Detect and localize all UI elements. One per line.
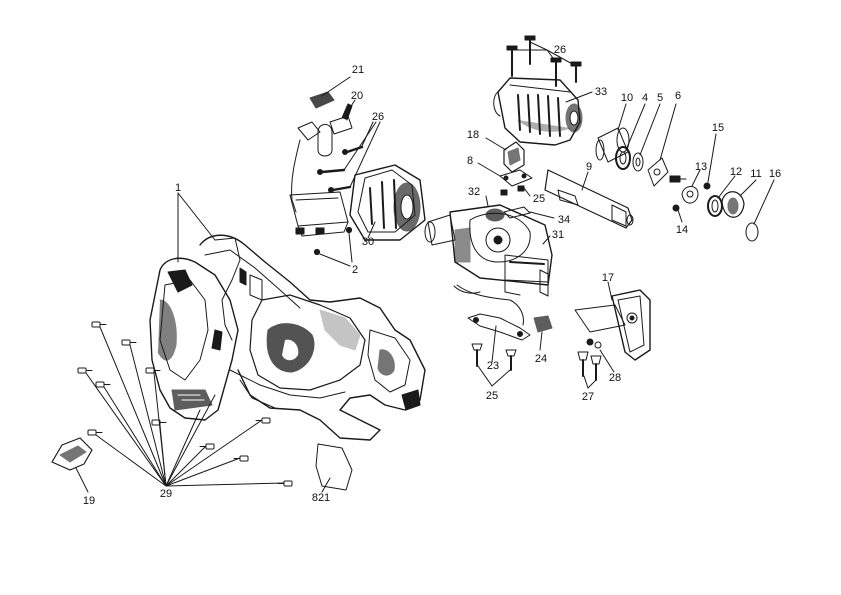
callout-17: 17 <box>601 272 615 284</box>
right-small-parts <box>670 134 774 241</box>
part-8-plate <box>478 163 532 196</box>
part-821-label <box>316 444 352 492</box>
gear-housing-31 <box>425 196 552 325</box>
part-18-block <box>486 138 524 172</box>
callout-1: 1 <box>174 182 182 194</box>
switch-assembly <box>290 77 355 236</box>
callout-4: 4 <box>641 92 649 104</box>
callout-13: 13 <box>694 161 708 173</box>
shaft-9 <box>545 170 633 228</box>
screw <box>96 382 110 387</box>
callout-25-lower: 25 <box>485 390 499 402</box>
callout-26-motor: 26 <box>371 111 385 123</box>
lower-bracket <box>468 314 552 386</box>
callout-16: 16 <box>768 168 782 180</box>
screw <box>200 444 214 449</box>
screw <box>88 430 102 435</box>
screw <box>92 322 106 327</box>
callout-28: 28 <box>608 372 622 384</box>
callout-34: 34 <box>557 214 571 226</box>
callout-821: 821 <box>311 492 331 504</box>
callout-31: 31 <box>551 229 565 241</box>
callout-21: 21 <box>351 64 365 76</box>
callout-25-upper: 25 <box>532 193 546 205</box>
callout-18: 18 <box>466 129 480 141</box>
callout-29: 29 <box>159 488 173 500</box>
callout-24: 24 <box>534 353 548 365</box>
callout-23: 23 <box>486 360 500 372</box>
callout-5: 5 <box>656 92 664 104</box>
callout-10: 10 <box>620 92 634 104</box>
callout-12: 12 <box>729 166 743 178</box>
callout-8: 8 <box>466 155 474 167</box>
callout-11: 11 <box>750 168 762 180</box>
part-2-balls <box>314 227 352 266</box>
callout-9: 9 <box>585 161 593 173</box>
callout-14: 14 <box>675 224 689 236</box>
part-19-cover <box>52 438 92 492</box>
callout-6: 6 <box>674 90 682 102</box>
motor-assembly-30 <box>318 122 426 240</box>
callout-19: 19 <box>82 495 96 507</box>
callout-33: 33 <box>594 86 608 98</box>
callout-27: 27 <box>581 391 595 403</box>
callout-30: 30 <box>361 236 375 248</box>
screw <box>152 420 166 425</box>
lever-17 <box>575 282 650 360</box>
callout-26-case: 26 <box>553 44 567 56</box>
screw <box>234 456 248 461</box>
screw-set-29 <box>78 322 292 486</box>
housing-part <box>150 235 425 440</box>
part-34-bar <box>504 207 554 218</box>
screw <box>146 368 160 373</box>
callout-20: 20 <box>350 90 364 102</box>
screw <box>122 340 136 345</box>
screw <box>78 368 92 373</box>
gear-case-33 <box>494 36 592 145</box>
leader-line <box>177 192 216 241</box>
callout-2: 2 <box>351 264 359 276</box>
callout-32: 32 <box>467 186 481 198</box>
callout-15: 15 <box>711 122 725 134</box>
bearing-set <box>596 104 676 186</box>
screws-27-28 <box>578 350 614 388</box>
